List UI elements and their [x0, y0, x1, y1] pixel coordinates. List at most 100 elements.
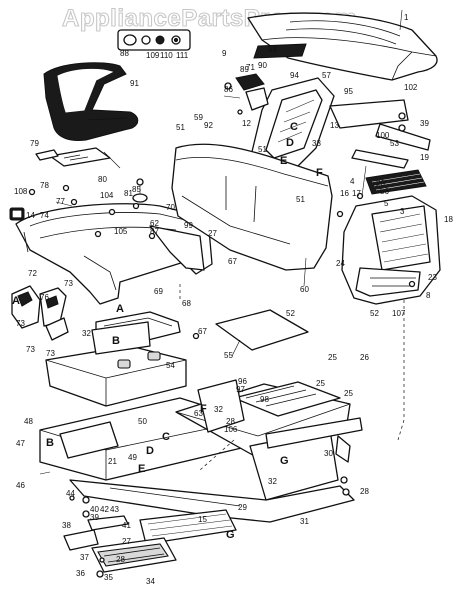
seat[interactable]: 94: [43, 62, 139, 141]
callout-67[interactable]: 67: [228, 257, 237, 266]
step-plate[interactable]: 34: [91, 537, 177, 573]
callout-34[interactable]: 34: [146, 577, 155, 586]
callout-15[interactable]: 15: [198, 515, 207, 524]
callout-33[interactable]: 33: [312, 139, 321, 148]
callout-98[interactable]: 98: [260, 395, 269, 404]
callout-108[interactable]: 108: [14, 187, 28, 196]
callout-14[interactable]: 14: [26, 211, 35, 220]
callout-20[interactable]: 20: [376, 179, 385, 188]
callout-4[interactable]: 4: [350, 177, 355, 186]
callout-40[interactable]: 40: [90, 505, 99, 514]
fender-hardware[interactable]: [94, 178, 156, 240]
callout-51[interactable]: 51: [296, 195, 305, 204]
callout-21[interactable]: 21: [108, 457, 117, 466]
callout-31[interactable]: 31: [300, 517, 309, 526]
callout-56[interactable]: 56: [380, 187, 389, 196]
callout-23[interactable]: 23: [428, 273, 437, 282]
battery-cover[interactable]: 52: [215, 309, 309, 351]
callout-94[interactable]: 94: [290, 71, 299, 80]
callout-79[interactable]: 79: [30, 139, 39, 148]
callout-38[interactable]: 38: [62, 521, 71, 530]
callout-95[interactable]: 95: [344, 87, 353, 96]
callout-5[interactable]: 5: [384, 199, 389, 208]
callout-109[interactable]: 109: [146, 51, 160, 60]
callout-91[interactable]: 91: [130, 79, 139, 88]
callout-9[interactable]: 9: [222, 49, 227, 58]
callout-18[interactable]: 18: [444, 215, 453, 224]
callout-96[interactable]: 96: [238, 377, 247, 386]
callout-92[interactable]: 92: [204, 121, 213, 130]
callout-67[interactable]: 67: [198, 327, 207, 336]
bracket[interactable]: 104: [329, 99, 431, 169]
callout-27[interactable]: 27: [208, 229, 217, 238]
callout-42[interactable]: 42: [100, 505, 109, 514]
lamp[interactable]: [9, 207, 25, 221]
battery[interactable]: 54: [45, 345, 187, 407]
callout-52[interactable]: 52: [370, 309, 379, 318]
callout-58[interactable]: 58: [268, 45, 277, 54]
callout-51[interactable]: 51: [176, 123, 185, 132]
callout-54[interactable]: 54: [166, 361, 175, 370]
callout-53[interactable]: 53: [390, 139, 399, 148]
callout-100[interactable]: 100: [376, 131, 390, 140]
callout-29[interactable]: 29: [238, 503, 247, 512]
front-grille[interactable]: 19: [365, 169, 427, 195]
callout-50[interactable]: 50: [138, 417, 147, 426]
callout-32[interactable]: 32: [82, 329, 91, 338]
callout-48[interactable]: 48: [24, 417, 33, 426]
callout-72[interactable]: 72: [28, 269, 37, 278]
callout-110[interactable]: 110: [160, 51, 173, 60]
seat-hardware[interactable]: [117, 29, 191, 51]
callout-27[interactable]: 27: [122, 537, 131, 546]
callout-37[interactable]: 37: [80, 553, 89, 562]
battery-box[interactable]: [91, 321, 151, 355]
mount-bracket[interactable]: [11, 285, 69, 341]
callout-111[interactable]: 111: [176, 51, 189, 60]
callout-12[interactable]: 12: [242, 119, 251, 128]
fender-deck[interactable]: 77: [15, 203, 213, 305]
callout-97[interactable]: 97: [236, 385, 245, 394]
callout-32[interactable]: 32: [268, 477, 277, 486]
callout-70[interactable]: 70: [166, 203, 175, 212]
callout-39[interactable]: 39: [420, 119, 429, 128]
callout-88[interactable]: 88: [120, 49, 129, 58]
callout-60[interactable]: 60: [300, 285, 309, 294]
callout-87[interactable]: 87: [150, 227, 159, 236]
callout-19[interactable]: 19: [420, 153, 429, 162]
dash-panel[interactable]: 67: [171, 143, 333, 271]
callout-105[interactable]: 105: [114, 227, 128, 236]
callout-73[interactable]: 73: [16, 319, 25, 328]
hood[interactable]: 1: [247, 12, 438, 81]
seat-plate[interactable]: [35, 147, 121, 169]
callout-39[interactable]: 39: [90, 513, 99, 522]
callout-47[interactable]: 47: [16, 439, 25, 448]
hood-grille[interactable]: 58: [253, 43, 307, 59]
callout-41[interactable]: 41: [122, 521, 131, 530]
callout-62[interactable]: 62: [150, 219, 159, 228]
callout-89[interactable]: 89: [240, 65, 249, 74]
callout-57[interactable]: 57: [322, 71, 331, 80]
callout-81[interactable]: 81: [124, 189, 133, 198]
callout-107[interactable]: 107: [392, 309, 406, 318]
callout-76[interactable]: 76: [40, 293, 49, 302]
callout-25[interactable]: 25: [316, 379, 325, 388]
callout-1[interactable]: 1: [404, 13, 409, 22]
callout-28[interactable]: 28: [360, 487, 369, 496]
callout-49[interactable]: 49: [128, 453, 137, 462]
callout-55[interactable]: 55: [224, 351, 233, 360]
callout-16[interactable]: 16: [340, 189, 349, 198]
callout-68[interactable]: 68: [182, 299, 191, 308]
callout-28[interactable]: 28: [116, 555, 125, 564]
steering-hardware[interactable]: [223, 73, 269, 115]
callout-44[interactable]: 44: [66, 489, 75, 498]
callout-43[interactable]: 43: [110, 505, 119, 514]
callout-28[interactable]: 28: [226, 417, 235, 426]
support-plate[interactable]: [197, 379, 341, 433]
callout-77[interactable]: 77: [56, 197, 65, 206]
callout-69[interactable]: 69: [154, 287, 163, 296]
callout-102[interactable]: 102: [404, 83, 418, 92]
callout-17[interactable]: 17: [352, 189, 361, 198]
callout-106[interactable]: 106: [224, 425, 238, 434]
pedal[interactable]: [63, 515, 129, 551]
callout-46[interactable]: 46: [16, 481, 25, 490]
